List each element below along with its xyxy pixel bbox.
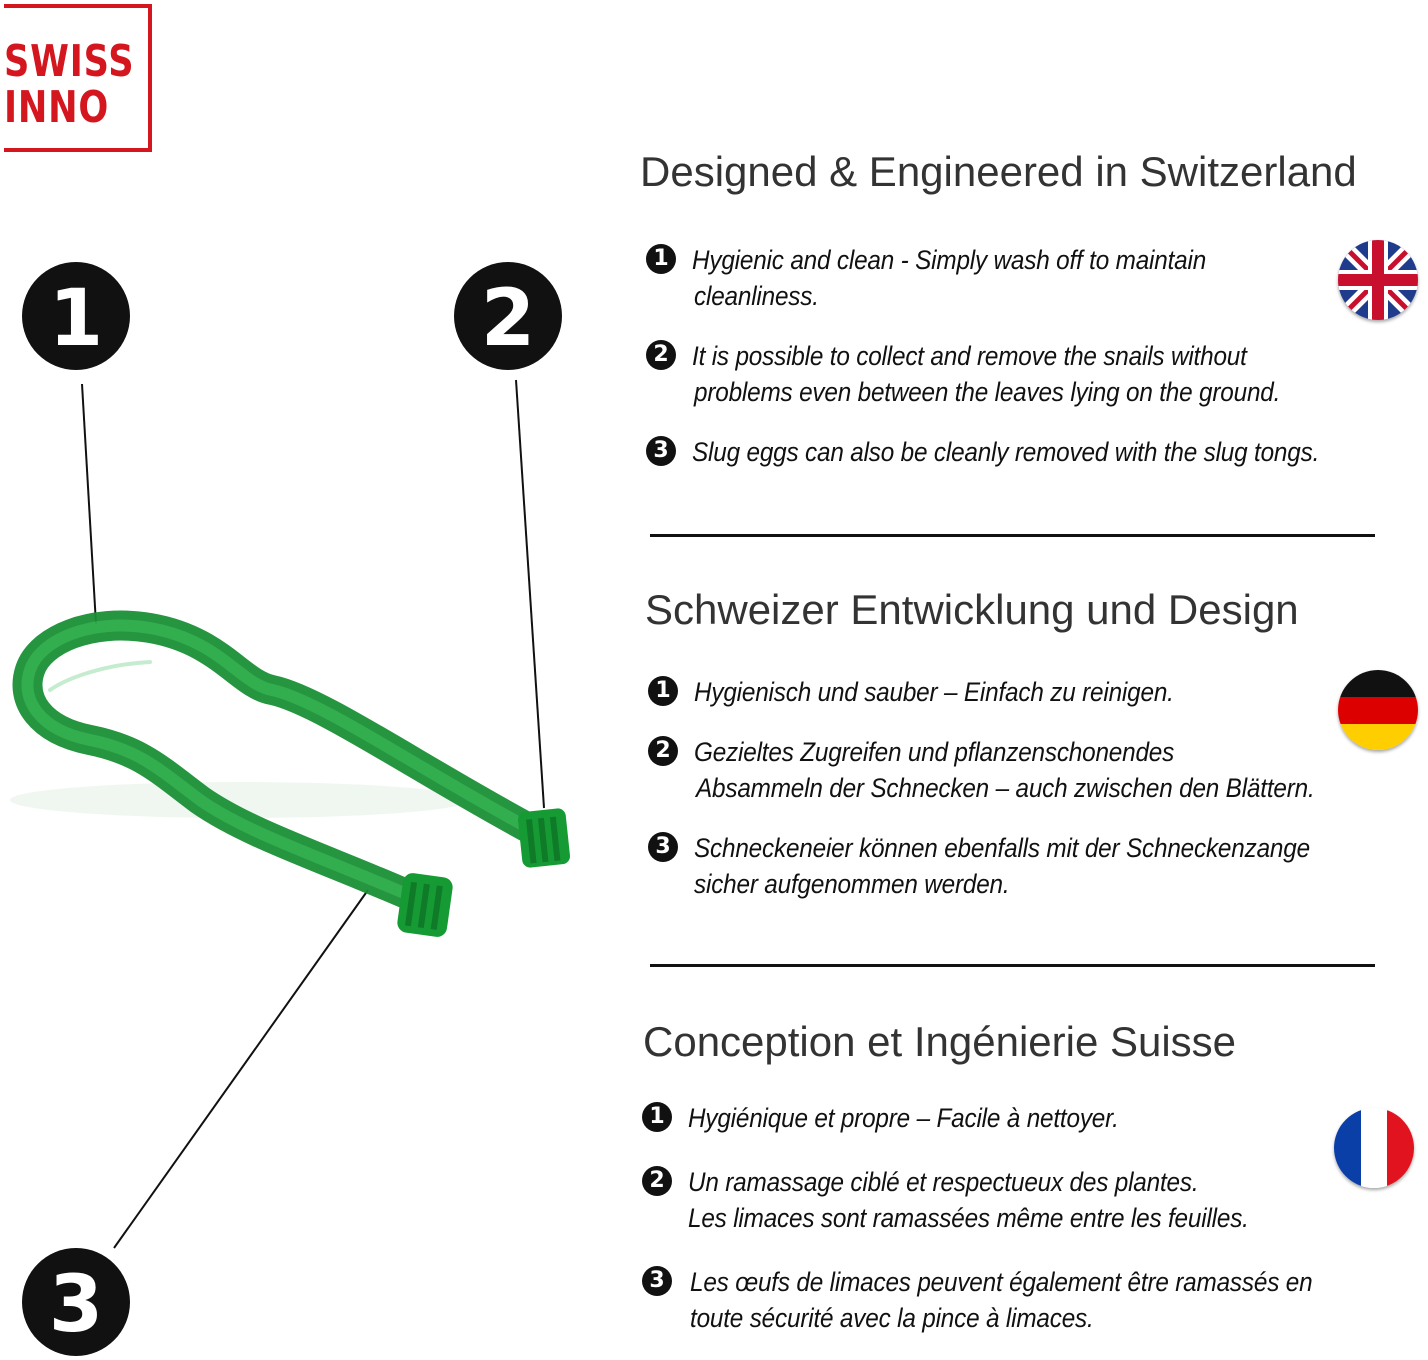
france-flag-icon [1334,1108,1414,1188]
number-badge: 3 [646,436,676,466]
item-line: Hygiénique et propre – Facile à nettoyer… [688,1103,1119,1133]
item-line: Hygienisch und sauber – Einfach zu reini… [694,677,1174,707]
logo-line-1: SWISS [4,36,135,87]
item-line: Hygienic and clean - Simply wash off to … [692,245,1207,275]
item-line: Les limaces sont ramassées même entre le… [688,1203,1249,1233]
callout-2: 2 [454,262,562,370]
number-badge: 1 [642,1102,672,1132]
item-line: cleanliness. [694,281,819,311]
slug-tongs-icon [12,610,551,915]
number-badge: 2 [646,340,676,370]
item-line: sicher aufgenommen werden. [694,869,1010,899]
callout-2-label: 2 [481,274,535,364]
section-title-en: Designed & Engineered in Switzerland [640,148,1357,195]
item-line: problems even between the leaves lying o… [694,377,1281,407]
number-badge: 3 [648,832,678,862]
section-divider [650,534,1375,537]
item-line: Slug eggs can also be cleanly removed wi… [692,437,1320,467]
item-line: Gezieltes Zugreifen und pflanzenschonend… [694,737,1175,767]
item-line: Schneckeneier können ebenfalls mit der S… [694,833,1310,863]
logo-line-2: INNO [4,82,110,133]
item-line: Absammeln der Schnecken – auch zwischen … [696,773,1315,803]
item-line: Un ramassage ciblé et respectueux des pl… [688,1167,1199,1197]
callout-1-label: 1 [49,274,103,364]
item-line: toute sécurité avec la pince à limaces. [690,1303,1094,1333]
number-badge: 1 [648,676,678,706]
callout-3: 3 [22,1248,130,1356]
callout-line-1 [81,383,97,625]
callout-1: 1 [22,262,130,370]
swiss-inno-logo: SWISS INNO [4,4,152,152]
section-title-fr: Conception et Ingénierie Suisse [643,1018,1237,1065]
item-line: It is possible to collect and remove the… [692,341,1247,371]
callout-3-label: 3 [49,1260,103,1350]
slug-tongs-illustration: 1 2 3 [10,262,571,1356]
number-badge: 3 [642,1266,672,1296]
uk-flag-icon [1338,240,1418,320]
section-divider [650,964,1375,967]
callout-line-3 [113,889,369,1249]
number-badge: 1 [646,244,676,274]
callout-line-2 [515,379,545,809]
item-line: Les œufs de limaces peuvent également êt… [690,1267,1313,1297]
number-badge: 2 [648,736,678,766]
section-title-de: Schweizer Entwicklung und Design [645,586,1299,633]
germany-flag-icon [1338,670,1418,750]
number-badge: 2 [642,1166,672,1196]
